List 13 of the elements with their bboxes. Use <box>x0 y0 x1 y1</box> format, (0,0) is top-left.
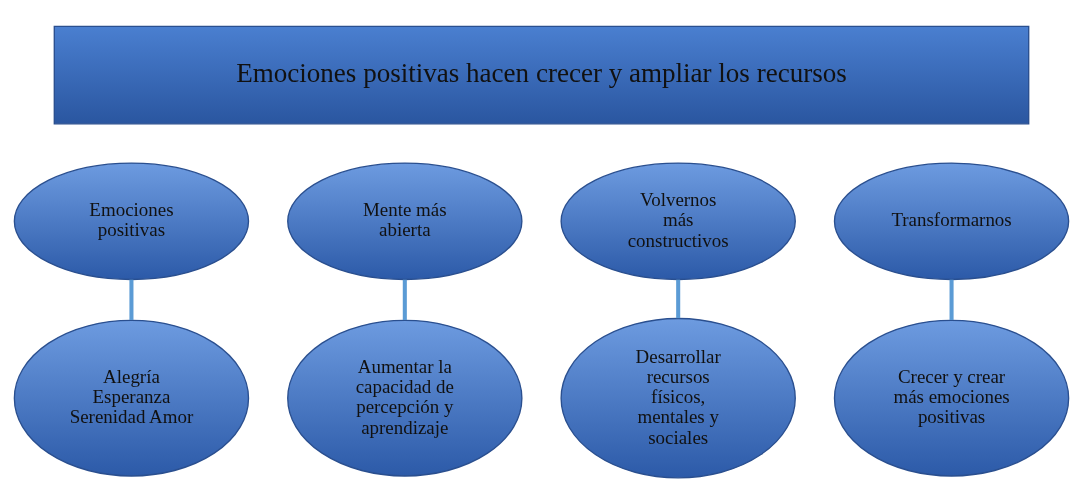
node-ellipse: Desarrollar recursos físicos, mentales y sociales <box>560 317 796 478</box>
connector <box>949 279 954 320</box>
node-ellipse: Crecer y crear más emociones positivas <box>833 319 1070 477</box>
node-ellipse: Volvernos más constructivos <box>560 161 796 280</box>
node-box: Emociones positivas hacen crecer y ampliar los recursos <box>53 25 1030 125</box>
node-ellipse: Aumentar la capacidad de percepción y aprendizaje <box>287 319 523 477</box>
node-ellipse: Transformarnos <box>833 161 1070 280</box>
connector <box>676 279 681 318</box>
connector <box>129 279 134 320</box>
node-ellipse: Mente más abierta <box>287 161 523 280</box>
node-ellipse: Emociones positivas <box>13 161 250 280</box>
node-ellipse: Alegría Esperanza Serenidad Amor <box>13 319 250 477</box>
connector <box>402 279 407 320</box>
